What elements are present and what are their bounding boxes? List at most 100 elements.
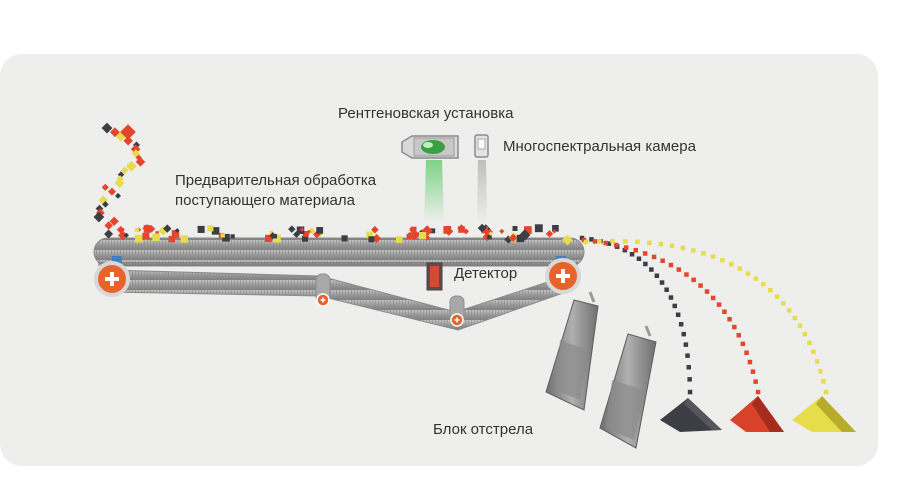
particle — [583, 239, 589, 245]
particle — [722, 309, 727, 314]
particle — [710, 254, 716, 259]
particle — [123, 135, 133, 146]
particle — [104, 221, 113, 230]
particle — [273, 234, 281, 243]
particle — [753, 379, 758, 384]
particle — [519, 229, 531, 241]
particle — [481, 226, 489, 234]
particle — [664, 287, 669, 292]
particle — [174, 228, 180, 233]
particle — [658, 241, 664, 247]
particle — [821, 379, 826, 384]
ejector-nozzle-icon — [545, 291, 599, 411]
particle — [516, 234, 525, 243]
particle — [396, 236, 403, 243]
camera-label: Многоспектральная камера — [503, 138, 696, 155]
detector-label: Детектор — [454, 265, 518, 282]
roller-icon — [316, 293, 330, 307]
particle — [120, 124, 136, 140]
xray-beam — [424, 160, 444, 222]
particle — [534, 224, 543, 233]
particle — [316, 227, 324, 234]
particle — [211, 227, 220, 235]
particle — [668, 262, 674, 268]
particle — [220, 233, 225, 238]
particle — [168, 235, 176, 243]
particle — [269, 232, 277, 240]
particle — [649, 267, 654, 272]
particle — [606, 241, 612, 246]
particle — [269, 230, 274, 235]
particle — [499, 228, 505, 234]
particle — [691, 277, 696, 283]
particle — [737, 266, 743, 271]
particle — [680, 245, 686, 251]
particle — [134, 227, 140, 233]
particle — [477, 223, 487, 233]
particle — [288, 225, 296, 233]
particle — [651, 254, 657, 260]
particle — [93, 211, 105, 223]
particle — [629, 252, 635, 257]
particle — [487, 234, 492, 240]
particle — [740, 341, 746, 347]
particle — [755, 389, 761, 395]
particle — [753, 276, 759, 281]
particle — [121, 228, 125, 232]
particle — [107, 187, 117, 196]
particle — [123, 232, 129, 238]
particle — [701, 251, 706, 256]
particle — [675, 312, 681, 317]
roller-icon — [545, 258, 581, 294]
particle — [768, 288, 773, 293]
particle — [647, 240, 652, 246]
particle — [704, 289, 710, 294]
particle — [545, 230, 554, 238]
particle — [774, 294, 780, 299]
particle — [807, 340, 812, 346]
particle — [589, 237, 594, 242]
particle — [597, 239, 602, 244]
particle — [668, 295, 674, 300]
particle — [732, 324, 737, 330]
particle — [171, 230, 180, 238]
particle — [720, 258, 725, 263]
particle — [716, 302, 722, 307]
particle — [419, 232, 427, 240]
particle — [672, 303, 677, 309]
particle — [676, 267, 682, 272]
particle — [744, 350, 749, 355]
detector-icon — [426, 262, 443, 291]
particle — [222, 233, 230, 242]
particle — [643, 261, 648, 267]
roller-icon — [94, 261, 130, 297]
particle — [622, 247, 628, 253]
particle — [458, 226, 465, 233]
pile-yellow — [792, 396, 856, 432]
particle — [710, 295, 716, 301]
particle — [633, 248, 638, 253]
particle — [729, 262, 734, 267]
particle — [685, 353, 690, 358]
particle — [101, 183, 109, 191]
particle — [293, 230, 300, 238]
pile-dark — [660, 398, 722, 432]
particle — [443, 226, 452, 234]
particle — [299, 227, 305, 232]
particle — [115, 192, 121, 199]
particle — [686, 365, 691, 370]
particle — [750, 369, 756, 374]
particle — [660, 258, 665, 263]
particle — [736, 333, 741, 338]
particle — [687, 389, 693, 395]
pile-red — [730, 396, 784, 432]
particle — [302, 235, 309, 242]
particle — [552, 225, 559, 232]
particle — [642, 251, 648, 256]
particle — [409, 228, 413, 232]
particle — [635, 239, 640, 245]
particle — [101, 122, 113, 134]
particle — [163, 224, 172, 233]
particle — [747, 359, 753, 365]
